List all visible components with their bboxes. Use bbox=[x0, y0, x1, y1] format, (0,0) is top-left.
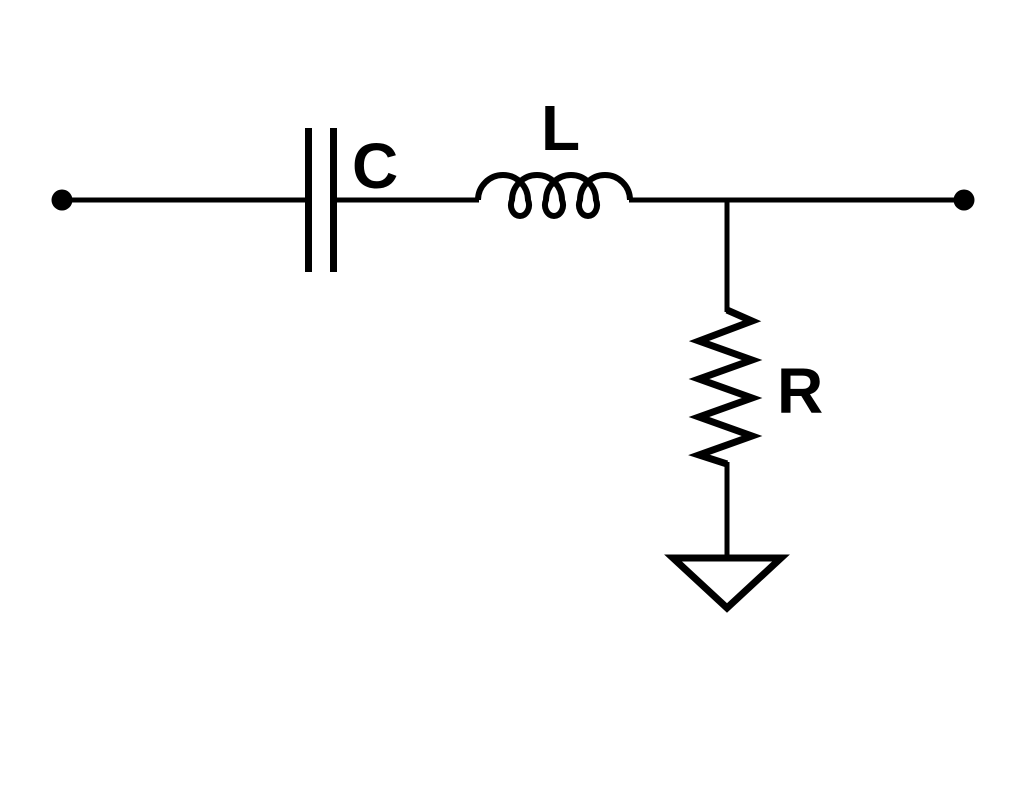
resistor-symbol bbox=[688, 306, 763, 468]
output-terminal-dot-icon bbox=[953, 189, 975, 211]
ground-icon bbox=[664, 554, 790, 613]
inductor-label: L bbox=[541, 92, 580, 164]
capacitor-label: C bbox=[352, 130, 398, 202]
capacitor-symbol bbox=[305, 128, 337, 272]
resistor-label: R bbox=[777, 355, 823, 427]
inductor-symbol bbox=[475, 172, 633, 219]
